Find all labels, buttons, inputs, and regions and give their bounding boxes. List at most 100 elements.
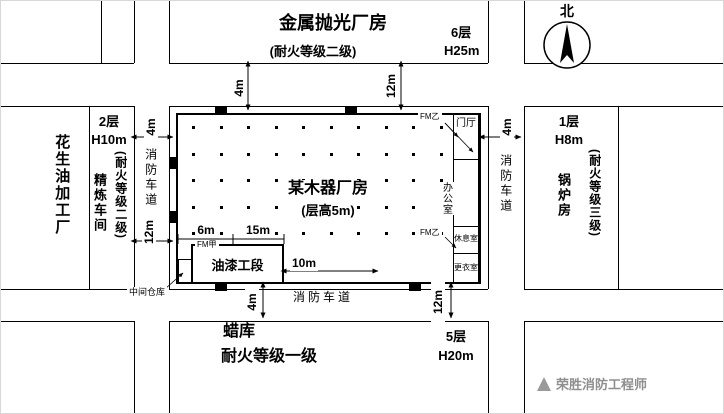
column-dot bbox=[439, 126, 443, 129]
road-line bbox=[169, 106, 170, 289]
watermark-logo-icon bbox=[537, 376, 551, 391]
rest-room-label: 休息室 bbox=[454, 234, 478, 243]
road-line bbox=[134, 321, 135, 413]
column-dot bbox=[412, 152, 415, 156]
column-dot bbox=[219, 232, 223, 235]
column-dot bbox=[274, 152, 278, 156]
column-dot bbox=[357, 126, 360, 129]
paint-section-label: 油漆工段 bbox=[211, 257, 264, 273]
room-office bbox=[453, 159, 479, 227]
column-dot bbox=[247, 179, 250, 182]
column-dot bbox=[357, 232, 360, 235]
road-line bbox=[488, 106, 489, 289]
mid-warehouse-label: 中间仓库 bbox=[127, 287, 168, 298]
road-line bbox=[1, 106, 134, 107]
right-building-height: H8m bbox=[554, 132, 584, 147]
door-fm-a-label: FM甲 bbox=[195, 240, 219, 250]
dim-paint-10m: 10m bbox=[289, 256, 319, 271]
column-dot bbox=[412, 232, 415, 235]
room-locker bbox=[453, 253, 479, 283]
column-dot bbox=[192, 232, 195, 235]
left-factory-name: 花生油加工厂 bbox=[53, 134, 71, 236]
dim-paint-15m: 15m bbox=[243, 223, 273, 238]
dim-bottom-12m: 12m bbox=[431, 282, 445, 322]
parcel-line bbox=[89, 106, 90, 289]
column-dot bbox=[192, 179, 195, 182]
column-dot bbox=[329, 232, 333, 235]
dim-right-4m: 4m bbox=[500, 110, 514, 144]
fire-lane-bottom-label: 消防车道 bbox=[292, 290, 354, 304]
column-dot bbox=[219, 126, 223, 129]
door-canopy bbox=[215, 284, 227, 291]
right-building-rating: (耐火等级三级) bbox=[587, 149, 602, 237]
door-canopy bbox=[169, 157, 176, 169]
dim-top-12m: 12m bbox=[384, 66, 398, 106]
top-building-rating: (耐火等级二级) bbox=[269, 44, 357, 59]
column-dot bbox=[274, 205, 278, 209]
road-line bbox=[169, 289, 488, 290]
dim-paint-6m: 6m bbox=[195, 223, 217, 238]
column-dot bbox=[412, 126, 415, 129]
column-dot bbox=[302, 152, 305, 156]
dim-top-4m: 4m bbox=[232, 71, 246, 105]
right-building-name: 锅炉房 bbox=[555, 173, 571, 218]
column-dot bbox=[412, 179, 415, 182]
bottom-building-height: H20m bbox=[438, 348, 474, 363]
column-dot bbox=[274, 126, 278, 129]
column-dot bbox=[302, 232, 305, 235]
fire-lane-left-label: 消防车道 bbox=[143, 148, 158, 208]
bottom-building-rating: 耐火等级一级 bbox=[220, 348, 318, 365]
door-canopy bbox=[345, 106, 357, 113]
column-dot bbox=[384, 126, 388, 129]
column-dot bbox=[219, 152, 223, 156]
column-dot bbox=[384, 232, 388, 235]
column-dot bbox=[357, 205, 360, 209]
lobby-label: 门厅 bbox=[456, 118, 476, 129]
door-canopy bbox=[409, 284, 421, 291]
dim-left-12m: 12m bbox=[142, 212, 156, 252]
column-dot bbox=[329, 126, 333, 129]
road-line bbox=[524, 289, 723, 290]
road-line bbox=[524, 63, 723, 64]
road-line bbox=[524, 106, 525, 289]
road-line bbox=[1, 63, 134, 64]
left-building-height: H10m bbox=[91, 132, 127, 147]
bottom-building-name: 蜡库 bbox=[222, 323, 256, 340]
parcel-line bbox=[618, 106, 619, 289]
top-building-floors: 6层 bbox=[451, 25, 472, 40]
road-line bbox=[488, 1, 489, 63]
road-line bbox=[134, 106, 135, 289]
road-line bbox=[524, 106, 723, 107]
main-building-story-height: (层高5m) bbox=[299, 203, 357, 219]
paint-section-room: 油漆工段 bbox=[191, 244, 284, 284]
column-dot bbox=[384, 152, 388, 156]
column-dot bbox=[439, 152, 443, 156]
road-line bbox=[169, 1, 170, 63]
road-line bbox=[169, 63, 488, 64]
column-dot bbox=[329, 152, 333, 156]
column-dot bbox=[357, 152, 360, 156]
right-building-floors: 1层 bbox=[558, 114, 580, 129]
top-building-name: 金属抛光厂房 bbox=[279, 13, 387, 33]
dim-bottom-4m: 4m bbox=[245, 285, 259, 319]
road-line bbox=[169, 321, 170, 413]
main-building-outline bbox=[176, 113, 481, 284]
office-label: 办公室 bbox=[438, 182, 454, 215]
compass-label: 北 bbox=[560, 3, 574, 19]
column-dot bbox=[247, 205, 250, 209]
door-canopy bbox=[215, 106, 227, 113]
road-line bbox=[1, 289, 134, 290]
parcel-line bbox=[101, 1, 102, 63]
road-line bbox=[1, 321, 134, 322]
dim-left-4m: 4m bbox=[144, 110, 158, 144]
left-building-rating: (耐火等级二级) bbox=[113, 151, 128, 239]
left-workshop-name: 精炼车间 bbox=[91, 173, 107, 233]
main-building-name: 某木器厂房 bbox=[285, 180, 371, 199]
watermark: 荣胜消防工程师 bbox=[537, 374, 647, 393]
column-dot bbox=[247, 152, 250, 156]
bottom-building-floors: 5层 bbox=[445, 329, 467, 344]
road-line bbox=[488, 321, 489, 413]
room-mid-warehouse bbox=[178, 259, 192, 283]
